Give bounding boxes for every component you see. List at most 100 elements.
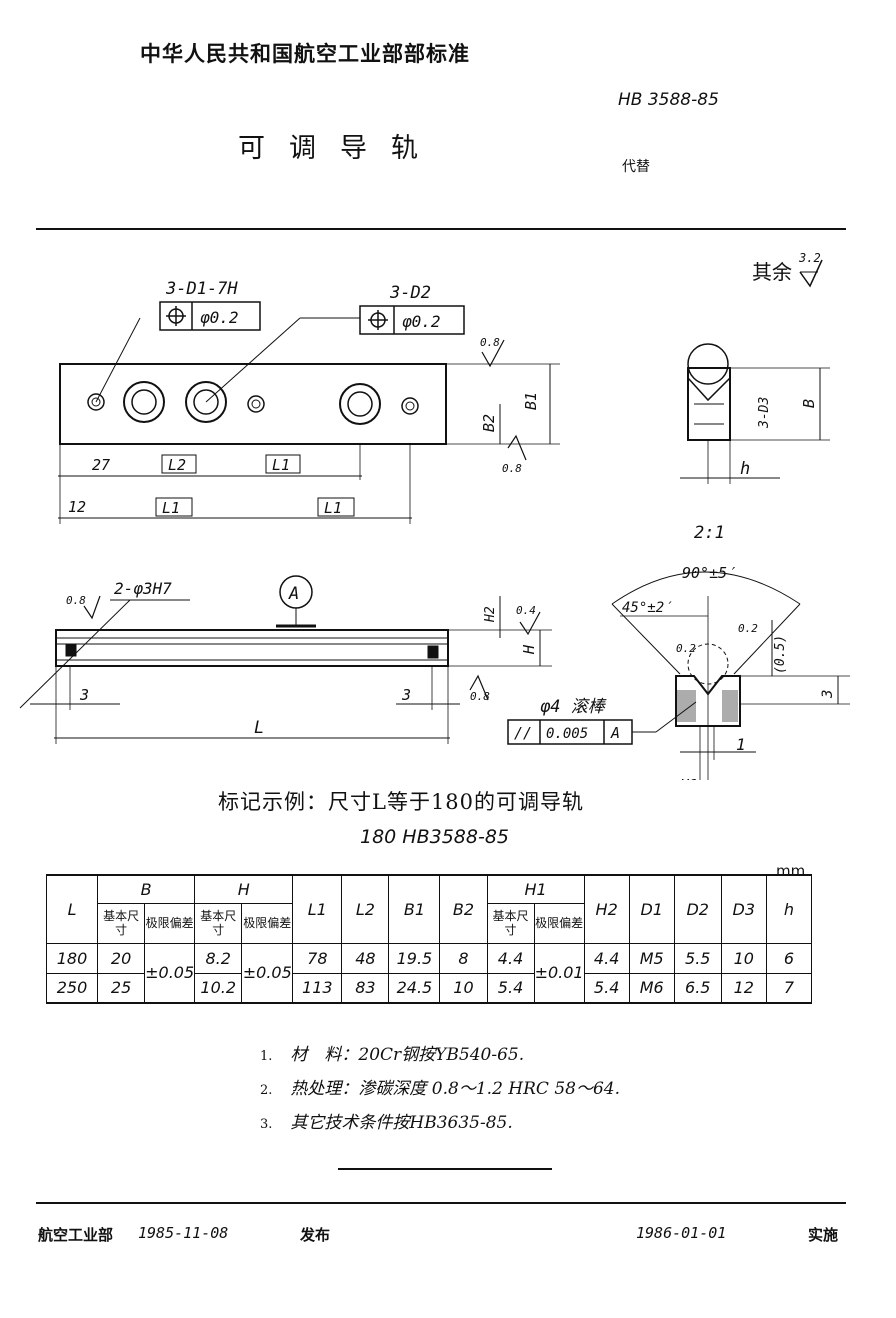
cell: 7 bbox=[765, 972, 813, 1004]
dim-H1: H1 bbox=[679, 776, 698, 780]
cell: 10 bbox=[720, 942, 767, 974]
cell: 180 bbox=[45, 942, 99, 974]
general-roughness-note: 其余 bbox=[752, 256, 792, 285]
dim-B1: B1 bbox=[522, 392, 540, 410]
cell: ±0.05 bbox=[241, 942, 294, 1004]
marking-example-line2: 180 HB3588-85 bbox=[360, 826, 510, 848]
end-rule bbox=[338, 1168, 552, 1170]
cell: 78 bbox=[292, 942, 343, 974]
detail-rough-a: 0.2 bbox=[676, 642, 696, 655]
dim-3-left: 3 bbox=[79, 686, 89, 704]
replaces-label: 代替 bbox=[622, 159, 650, 175]
cell: ±0.01 bbox=[533, 942, 585, 1004]
cell: M5 bbox=[628, 942, 675, 974]
dim-3-right: 3 bbox=[401, 686, 411, 704]
cell: 20 bbox=[97, 942, 146, 974]
cell: 4.4 bbox=[486, 942, 535, 974]
cell: 19.5 bbox=[388, 942, 441, 974]
angle-half: 45°±2′ bbox=[622, 600, 673, 616]
detail-rough-b: 0.2 bbox=[738, 622, 758, 635]
pin-callout: 2-φ3H7 bbox=[114, 579, 172, 598]
col-B: B bbox=[97, 874, 196, 904]
view-scale: 2:1 bbox=[694, 523, 725, 543]
col-D2: D2 bbox=[673, 874, 722, 944]
note-number: 2. bbox=[260, 1083, 273, 1098]
angle-total: 90°±5′ bbox=[682, 564, 736, 582]
cell: M6 bbox=[628, 972, 675, 1004]
cell: 5.4 bbox=[583, 972, 630, 1004]
cell: 25 bbox=[97, 972, 146, 1004]
datum-A-label: A bbox=[288, 584, 299, 604]
note-item: 2. 热处理：渗碳深度 0.8～1.2 HRC 58～64. bbox=[260, 1074, 620, 1099]
roughness-note-label: 其余 bbox=[752, 260, 792, 284]
col-L2: L2 bbox=[341, 874, 390, 944]
technical-drawing: 3.2 3-D1-7H bbox=[19, 251, 850, 780]
footer-rule bbox=[36, 1202, 846, 1204]
table-row: 250 25 10.2 113 83 24.5 10 5.4 5.4 M6 6.… bbox=[45, 972, 813, 1004]
issue-date: 1985-11-08 bbox=[138, 1224, 229, 1242]
note-item: 3.其它技术条件按HB3635-85. bbox=[260, 1108, 513, 1133]
roughness-value: 3.2 bbox=[798, 251, 821, 265]
hole2-callout: 3-D2 bbox=[389, 283, 431, 303]
standard-code: HB 3588-85 bbox=[618, 90, 719, 110]
col-H-limit: 极限偏差 bbox=[241, 902, 294, 944]
table-row: 180 20 ±0.05 8.2 ±0.05 78 48 19.5 8 4.4 … bbox=[45, 942, 813, 1004]
side-rough-right2: 0.8 bbox=[470, 690, 490, 703]
issuing-organization: 中华人民共和国航空工业部部标准 bbox=[140, 42, 470, 66]
top-view: 3-D1-7H φ0.2 3-D2 φ0.2 0.8 0.8 B1 B2 27 … bbox=[58, 279, 560, 524]
effective-date: 1986-01-01 bbox=[636, 1224, 727, 1242]
issue-label: 发布 bbox=[300, 1226, 331, 1244]
col-H: H bbox=[194, 874, 294, 904]
cell: ±0.05 bbox=[144, 942, 196, 1004]
cell: 12 bbox=[720, 972, 767, 1004]
note-item: 1.材 料：20Cr钢按YB540-65. bbox=[260, 1040, 524, 1065]
hole2-tolerance: φ0.2 bbox=[402, 312, 441, 331]
col-L: L bbox=[45, 874, 99, 944]
note-text: 热处理：渗碳深度 0.8～1.2 HRC 58～64. bbox=[290, 1079, 620, 1099]
cell: 6.5 bbox=[673, 972, 722, 1004]
top-rough-top: 0.8 bbox=[480, 336, 500, 349]
parallelism-symbol: // bbox=[514, 724, 532, 742]
cell: 113 bbox=[292, 972, 343, 1004]
rod-label: φ4 滚棒 bbox=[540, 697, 607, 717]
cell: 8.2 bbox=[194, 942, 243, 974]
cell: 250 bbox=[45, 972, 99, 1004]
cell: 24.5 bbox=[388, 972, 441, 1004]
parallelism-datum: A bbox=[610, 724, 620, 742]
col-H1-basic: 基本尺寸 bbox=[486, 902, 535, 944]
dim-H2: H2 bbox=[483, 606, 498, 623]
dim-27: 27 bbox=[92, 456, 110, 474]
cell: 4.4 bbox=[583, 942, 630, 974]
cell: 10.2 bbox=[194, 972, 243, 1004]
col-H1: H1 bbox=[486, 874, 585, 904]
col-B1: B1 bbox=[388, 874, 441, 944]
roughness-symbol: 3.2 bbox=[798, 251, 823, 288]
hole1-callout: 3-D1-7H bbox=[165, 279, 238, 299]
col-H2: H2 bbox=[583, 874, 630, 944]
note-text: 材 料：20Cr钢按YB540-65. bbox=[290, 1045, 525, 1065]
top-rough-bottom: 0.8 bbox=[502, 462, 522, 475]
col-H1-limit: 极限偏差 bbox=[533, 902, 585, 944]
header-rule bbox=[36, 228, 846, 230]
effective-label: 实施 bbox=[808, 1226, 839, 1244]
dim-0-5: (0.5) bbox=[773, 635, 788, 674]
end-view: 3-D3 B h 2:1 bbox=[680, 343, 830, 543]
dim-B: B bbox=[800, 399, 818, 408]
cell: 10 bbox=[439, 972, 488, 1004]
dim-B2: B2 bbox=[480, 414, 498, 432]
side-rough-left: 0.8 bbox=[66, 594, 86, 607]
hole1-tolerance: φ0.2 bbox=[200, 308, 239, 327]
position-symbol-icon bbox=[166, 306, 186, 326]
cell: 83 bbox=[341, 972, 390, 1004]
dim-L1b: L1 bbox=[162, 499, 180, 517]
col-D1: D1 bbox=[628, 874, 675, 944]
dim-H: H bbox=[520, 644, 538, 655]
dim-L: L bbox=[254, 718, 264, 738]
dim-L1c: L1 bbox=[324, 499, 342, 517]
position-symbol-icon bbox=[368, 310, 388, 330]
document-title: 可调导轨 bbox=[238, 133, 442, 164]
marking-example-line1: 标记示例：尺寸L等于180的可调导轨 bbox=[218, 790, 585, 814]
dim-L2: L2 bbox=[168, 456, 186, 474]
note-number: 3. bbox=[260, 1117, 273, 1132]
col-H-basic: 基本尺寸 bbox=[194, 902, 243, 944]
